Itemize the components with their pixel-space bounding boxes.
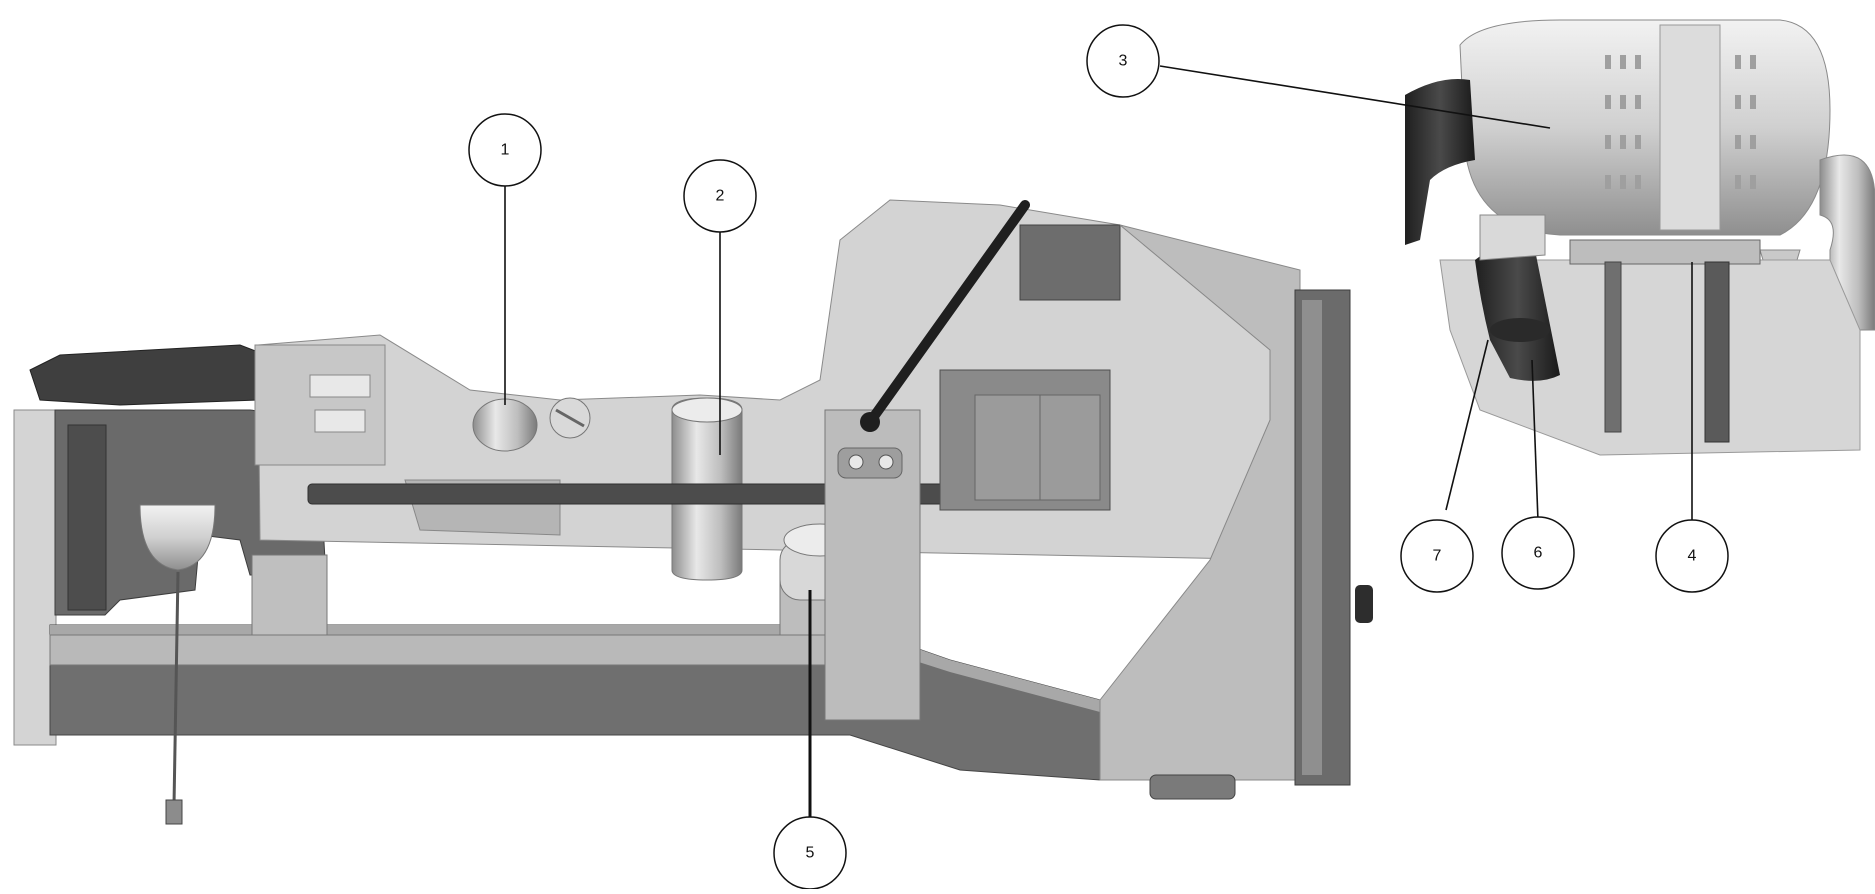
plate-bolt-left: [848, 454, 864, 470]
strut-pivot: [860, 412, 880, 432]
left-engine-detail-a: [309, 374, 371, 398]
callout-label-2: 2: [716, 188, 725, 205]
outlet-elbow: [1479, 214, 1546, 261]
left-engine-detail-b: [314, 409, 366, 433]
callout-label-6: 6: [1534, 545, 1543, 562]
air-inlet-hose: [1405, 79, 1475, 245]
rubber-elbow-hose: [1475, 246, 1560, 381]
callout-label-4: 4: [1688, 548, 1697, 565]
callout-label-1: 1: [501, 142, 510, 159]
leader-6: [1531, 359, 1539, 522]
filter-rib-pattern: [1605, 55, 1756, 189]
pendant-cable: [172, 571, 180, 806]
gas-strut: [865, 200, 1030, 427]
cap-slot: [555, 408, 585, 428]
oil-filter-top: [671, 397, 743, 423]
callout-2: 2: [683, 159, 757, 233]
air-filter-band: [1659, 24, 1721, 231]
upper-rail: [49, 634, 831, 666]
bottom-frame-top: [50, 625, 1100, 712]
right-foot: [1149, 774, 1236, 800]
callout-label-5: 5: [806, 845, 815, 862]
right-end-plate-inner: [1302, 300, 1322, 775]
cable-connector: [165, 799, 183, 825]
callout-6: 6: [1501, 516, 1575, 590]
callout-1: 1: [468, 113, 542, 187]
plate-bolt-right: [878, 454, 894, 470]
bracket-leg-right: [1704, 261, 1730, 443]
top-left-housing: [29, 344, 259, 406]
ecu-module-face: [974, 394, 1101, 501]
right-control-knob: [1355, 585, 1373, 623]
left-bracket-slot: [67, 424, 107, 611]
callout-3: 3: [1086, 24, 1160, 98]
leader-lines: [504, 65, 1693, 820]
callout-4: 4: [1655, 519, 1729, 593]
bracket-leg-left: [1604, 261, 1622, 433]
leader-3: [1159, 65, 1551, 129]
callout-label-7: 7: [1433, 548, 1442, 565]
engine-upper-block: [1019, 224, 1121, 301]
callout-5: 5: [773, 816, 847, 890]
air-filter-canister: [1459, 19, 1831, 236]
pendant-filter: [139, 504, 216, 571]
left-end-plate: [13, 409, 57, 746]
left-engine-block: [254, 344, 386, 466]
main-assembly: [13, 199, 1373, 825]
mounting-bracket: [1569, 239, 1761, 265]
callout-label-3: 3: [1119, 53, 1128, 70]
left-mount: [251, 554, 328, 636]
hose-clamp: [1490, 318, 1550, 342]
leader-7: [1445, 339, 1489, 511]
callout-7: 7: [1400, 519, 1474, 593]
air-filter-inset: [1405, 19, 1875, 456]
oil-filler-cap: [472, 398, 538, 452]
